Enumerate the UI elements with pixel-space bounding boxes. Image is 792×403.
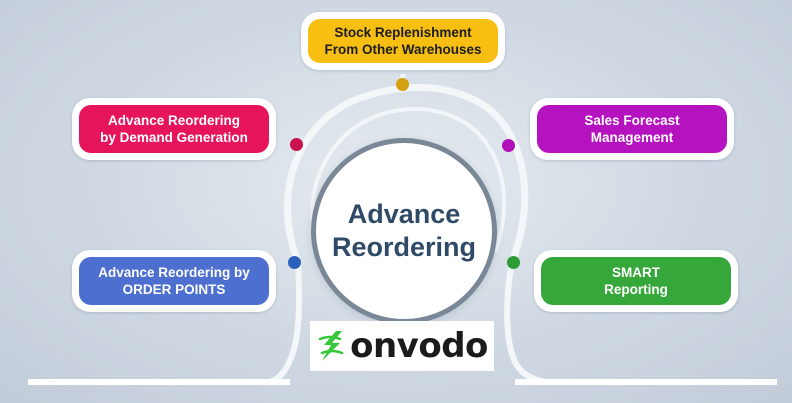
center-hub: Advance Reordering — [311, 138, 497, 324]
node-upper-left-line1: Advance Reordering — [107, 113, 241, 128]
node-order-points: Advance Reordering by ORDER POINTS — [79, 257, 269, 305]
node-upper-right-frame: Sales Forecast Management — [530, 98, 734, 160]
node-smart-reporting: SMART Reporting — [541, 257, 731, 305]
baseline-left — [28, 379, 290, 385]
node-lower-right-line2: Reporting — [604, 282, 668, 297]
node-upper-right-line2: Management — [590, 130, 674, 145]
node-lower-left-dot — [288, 256, 301, 269]
node-lower-left-line2: ORDER POINTS — [122, 282, 226, 297]
node-lower-right-dot — [507, 256, 520, 269]
lightning-swirl-icon — [318, 331, 344, 361]
node-lower-right-frame: SMART Reporting — [534, 250, 738, 312]
node-lower-right-line1: SMART — [612, 265, 660, 280]
baseline-right — [515, 379, 777, 385]
node-top-frame: Stock Replenishment From Other Warehouse… — [301, 12, 505, 70]
node-upper-left-frame: Advance Reordering by Demand Generation — [72, 98, 276, 160]
center-title-line1: Advance — [347, 199, 461, 229]
node-upper-right-line1: Sales Forecast — [584, 113, 680, 128]
node-lower-left-line1: Advance Reordering by — [98, 265, 250, 280]
node-sales-forecast: Sales Forecast Management — [537, 105, 727, 153]
node-upper-left-line2: by Demand Generation — [100, 130, 248, 145]
node-top-line1: Stock Replenishment — [334, 25, 472, 40]
node-top-dot — [396, 78, 409, 91]
node-demand-generation: Advance Reordering by Demand Generation — [79, 105, 269, 153]
center-title-line2: Reordering — [331, 232, 477, 262]
node-upper-left-dot — [290, 138, 303, 151]
node-stock-replenishment: Stock Replenishment From Other Warehouse… — [308, 19, 498, 63]
brand-logo: onvodo — [310, 321, 494, 371]
node-upper-right-dot — [502, 139, 515, 152]
logo-wordmark: onvodo — [350, 326, 488, 366]
node-top-line2: From Other Warehouses — [324, 42, 482, 57]
node-lower-left-frame: Advance Reordering by ORDER POINTS — [72, 250, 276, 312]
